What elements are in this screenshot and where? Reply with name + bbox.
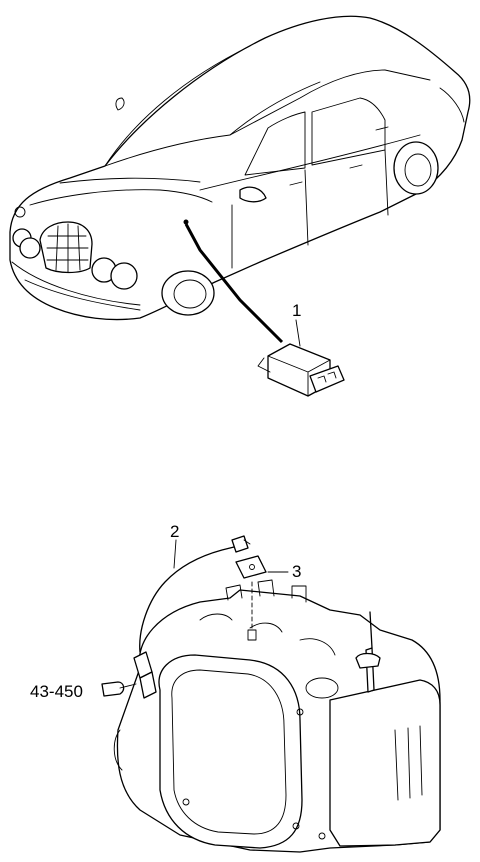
relay-part-1 bbox=[257, 319, 345, 397]
speed-sensor-wire-part-2 bbox=[139, 535, 251, 653]
location-dot bbox=[183, 219, 189, 225]
callout-reference-43-450: 43-450 bbox=[30, 682, 83, 701]
harness-leader-line bbox=[184, 223, 284, 344]
callout-part-2: 2 bbox=[170, 522, 180, 541]
sedan-car-illustration bbox=[9, 15, 471, 321]
bracket-part-3 bbox=[235, 555, 289, 641]
callout-part-1: 1 bbox=[292, 301, 302, 320]
callout-part-3: 3 bbox=[292, 562, 302, 581]
transmission-illustration bbox=[113, 579, 441, 853]
reference-pointer bbox=[101, 681, 137, 697]
